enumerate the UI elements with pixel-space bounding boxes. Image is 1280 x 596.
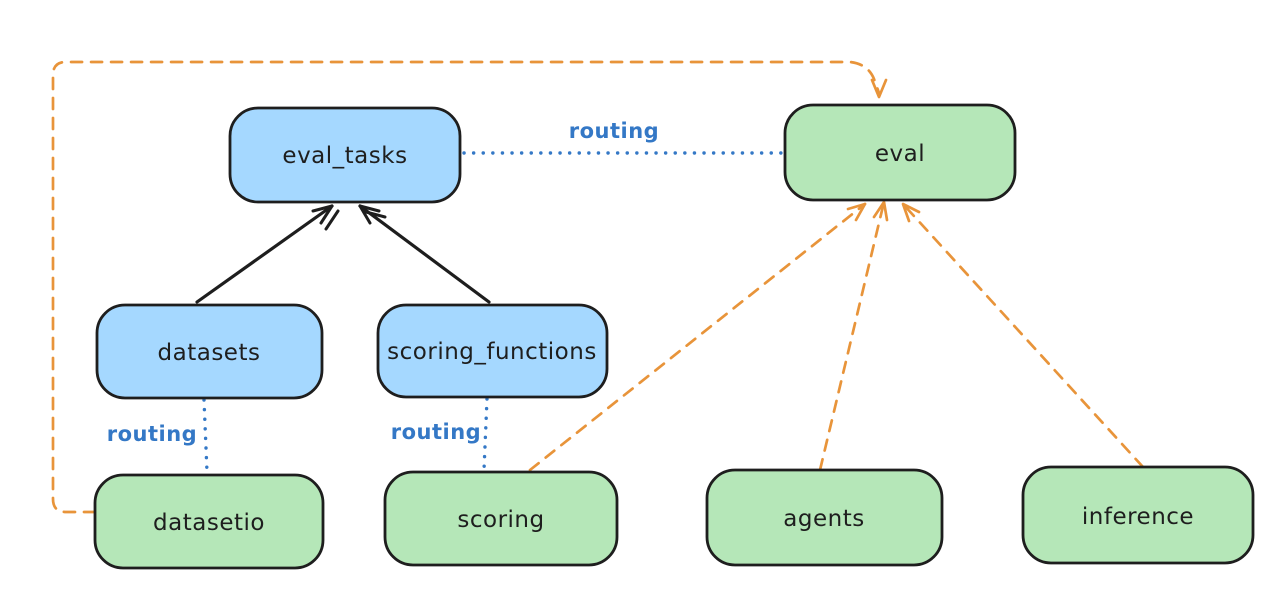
edge-datasets-to-datasetio: routing <box>107 398 209 474</box>
node-agents: agents <box>705 468 944 567</box>
edge-label-routing-datasets: routing <box>107 422 197 446</box>
edge-eval-tasks-to-eval: routing <box>462 119 785 155</box>
node-datasets: datasets <box>95 303 324 400</box>
edge-inference-to-eval-line <box>901 202 1145 469</box>
node-scoring: scoring <box>383 470 619 567</box>
node-agents-box <box>705 468 944 567</box>
node-scoring-functions-label: scoring_functions <box>387 339 597 365</box>
edge-scoring-functions-to-scoring: routing <box>391 397 489 472</box>
node-datasets-label: datasets <box>158 340 261 366</box>
edge-datasets-to-datasetio-line <box>202 398 209 474</box>
node-datasetio: datasetio <box>93 473 325 570</box>
arrowhead-datasets-eval-tasks <box>311 204 334 225</box>
edge-scoring-to-eval <box>528 202 867 472</box>
edge-scoring-functions-to-eval-tasks <box>358 204 491 304</box>
edge-label-routing-scoring: routing <box>391 420 481 444</box>
node-eval-label: eval <box>875 141 925 167</box>
arrowhead-scoring-functions-eval-tasks-2 <box>364 210 387 219</box>
edge-scoring-functions-to-eval-tasks-line <box>358 204 491 304</box>
arrowhead-datasets-eval-tasks-2 <box>324 209 340 231</box>
node-eval-tasks: eval_tasks <box>228 106 462 204</box>
node-inference-box <box>1021 465 1255 565</box>
node-scoring-functions-box <box>376 303 609 399</box>
edge-scoring-to-eval-line <box>528 202 867 472</box>
edge-inference-to-eval <box>901 202 1145 469</box>
node-datasets-box <box>95 303 324 400</box>
edge-datasets-to-eval-tasks-line <box>195 204 334 304</box>
arrowhead-scoring-eval <box>846 202 867 222</box>
node-inference-label: inference <box>1082 504 1194 530</box>
edge-scoring-functions-to-scoring-line <box>482 397 489 472</box>
node-scoring-functions: scoring_functions <box>376 303 609 399</box>
node-agents-label: agents <box>783 506 864 532</box>
node-eval-tasks-label: eval_tasks <box>282 143 407 169</box>
arrowhead-agents-eval <box>872 200 889 222</box>
node-scoring-label: scoring <box>457 507 544 533</box>
arrowhead-into-eval-top <box>870 78 888 99</box>
edge-datasetio-to-eval <box>51 60 888 514</box>
edge-agents-to-eval-line <box>818 200 886 472</box>
node-eval-tasks-box <box>228 106 462 204</box>
edge-label-routing-top: routing <box>569 119 659 143</box>
edge-datasets-to-eval-tasks <box>195 204 340 304</box>
node-eval: eval <box>783 103 1017 202</box>
node-scoring-box <box>383 470 619 567</box>
node-eval-box <box>783 103 1017 202</box>
node-datasetio-label: datasetio <box>153 510 265 536</box>
arrowhead-inference-eval <box>901 202 921 223</box>
edge-agents-to-eval <box>818 200 889 472</box>
node-inference: inference <box>1021 465 1255 565</box>
edge-datasetio-to-eval-line <box>51 60 881 514</box>
node-datasetio-box <box>93 473 325 570</box>
arrowhead-scoring-functions-eval-tasks <box>358 204 381 225</box>
